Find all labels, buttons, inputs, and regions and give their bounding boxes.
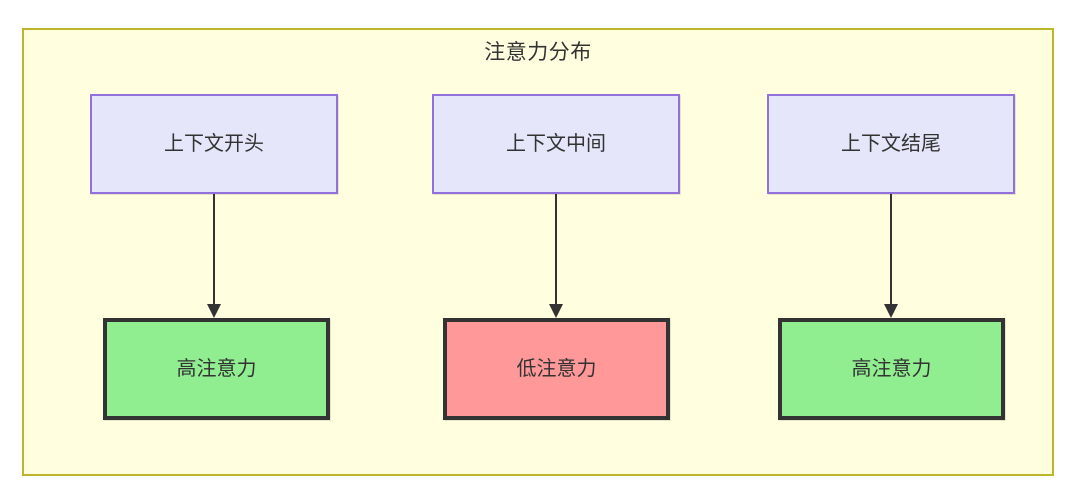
node-high-attention-start[interactable]: 高注意力 [103, 318, 330, 420]
node-context-middle[interactable]: 上下文中间 [432, 94, 680, 194]
arrow-head-icon [549, 304, 563, 318]
attention-distribution-subgraph: 注意力分布 上下文开头 高注意力 上下文中间 低 [22, 28, 1054, 476]
arrow-head-icon [884, 304, 898, 318]
node-context-middle-label: 上下文中间 [506, 133, 606, 155]
node-context-end-label: 上下文结尾 [841, 133, 941, 155]
node-context-end[interactable]: 上下文结尾 [767, 94, 1015, 194]
edge-line [890, 194, 892, 307]
node-context-start-label: 上下文开头 [164, 133, 264, 155]
node-context-start[interactable]: 上下文开头 [90, 94, 338, 194]
node-low-attention-middle[interactable]: 低注意力 [443, 318, 670, 420]
edge-context-middle-to-low-attention [549, 194, 563, 318]
edge-context-start-to-high-attention [207, 194, 221, 318]
edge-context-end-to-high-attention [884, 194, 898, 318]
edge-line [213, 194, 215, 307]
node-high-attention-end[interactable]: 高注意力 [778, 318, 1005, 420]
diagram-title: 注意力分布 [484, 41, 592, 64]
node-high-attention-start-label: 高注意力 [176, 358, 257, 380]
arrow-head-icon [207, 304, 221, 318]
edge-line [555, 194, 557, 307]
node-high-attention-end-label: 高注意力 [851, 358, 932, 380]
node-low-attention-middle-label: 低注意力 [516, 358, 597, 380]
